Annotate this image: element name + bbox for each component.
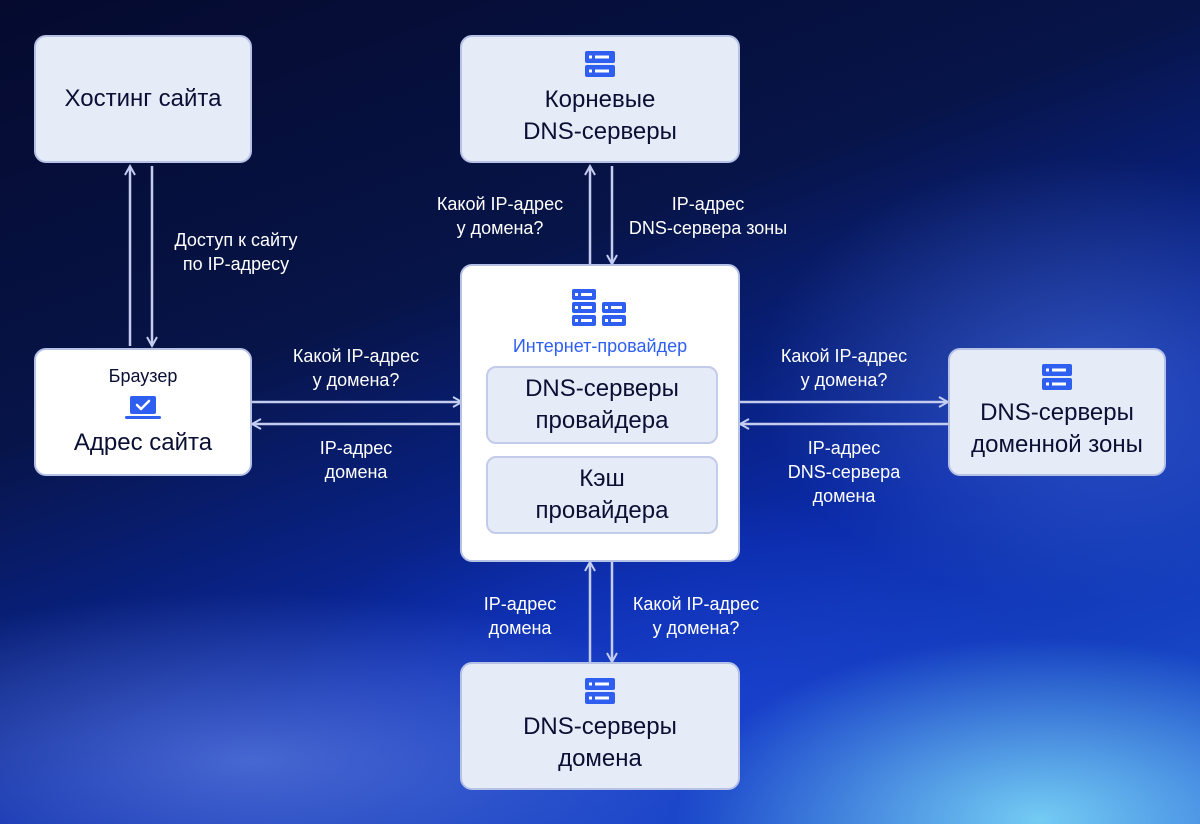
browser-title: Адрес сайта: [73, 428, 213, 456]
label-browser-to-provider: Какой IP-адрес у домена?: [292, 346, 420, 390]
provider-cache-box: Кэш провайдера: [486, 456, 718, 534]
label-provider-to-zone: Какой IP-адрес у домена?: [780, 346, 908, 390]
hosting-node: Хостинг сайта: [34, 35, 252, 163]
label-root-to-provider: IP-адрес DNS-сервера зоны: [628, 194, 788, 238]
domain-dns-title: DNS-серверы домена: [523, 713, 677, 772]
root-dns-node: Корневые DNS-серверы: [460, 35, 740, 163]
label-provider-to-root: Какой IP-адрес у домена?: [436, 194, 564, 238]
label-browser-hosting: Доступ к сайту по IP-адресу: [174, 230, 298, 274]
zone-dns-title: DNS-серверы доменной зоны: [971, 399, 1143, 458]
browser-caption: Браузер: [108, 365, 178, 386]
provider-dns-box: DNS-серверы провайдера: [486, 366, 718, 444]
provider-label: Интернет-провайдер: [512, 336, 688, 356]
hosting-title: Хостинг сайта: [64, 85, 222, 112]
server-icon: [585, 51, 615, 77]
label-zone-to-provider: IP-адрес DNS-сервера домена: [787, 438, 901, 506]
root-dns-title: Корневые DNS-серверы: [523, 86, 677, 145]
browser-node: Браузер Адрес сайта: [34, 348, 252, 476]
server-icon: [585, 678, 615, 704]
servers-icon: [572, 289, 626, 326]
label-provider-to-domain: Какой IP-адрес у домена?: [632, 594, 760, 638]
zone-dns-node: DNS-серверы доменной зоны: [948, 348, 1166, 476]
laptop-check-icon: [125, 395, 161, 419]
label-provider-to-browser: IP-адрес домена: [319, 438, 393, 482]
server-icon: [1042, 364, 1072, 390]
provider-node: Интернет-провайдер DNS-серверы провайдер…: [460, 264, 740, 562]
label-domain-to-provider: IP-адрес домена: [483, 594, 557, 638]
domain-dns-node: DNS-серверы домена: [460, 662, 740, 790]
